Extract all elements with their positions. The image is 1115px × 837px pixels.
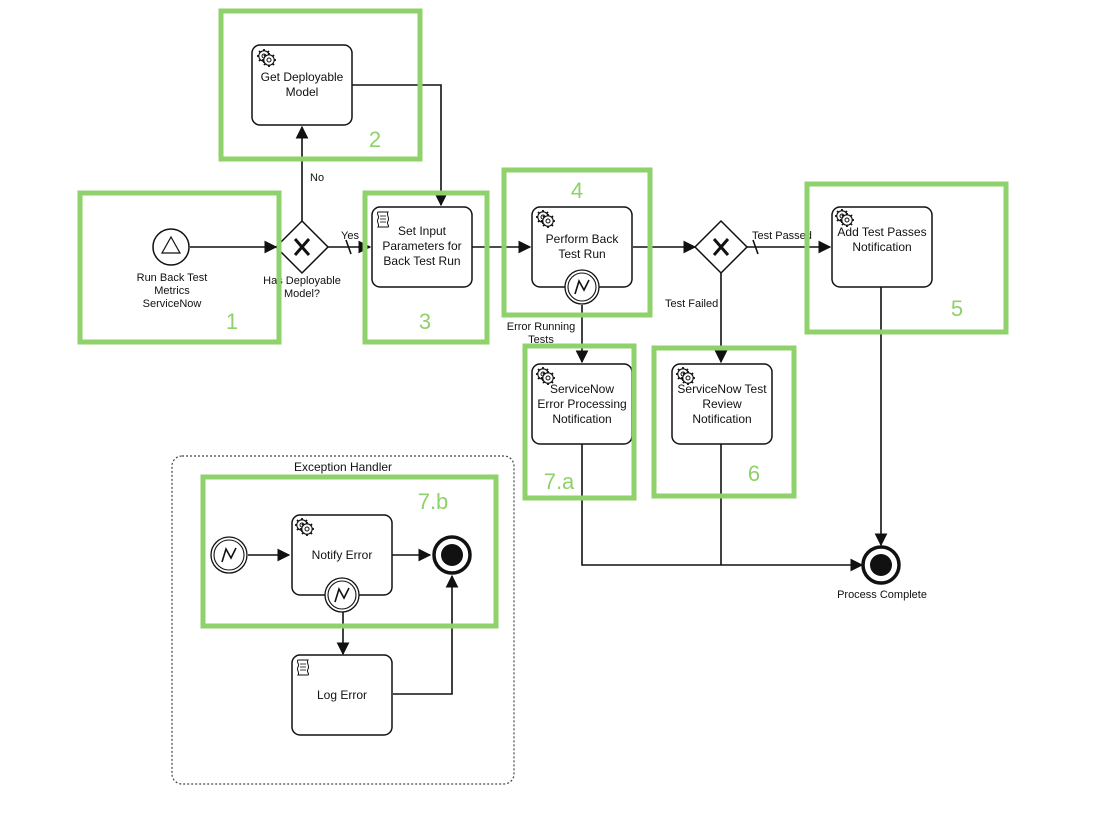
gateway-deployable[interactable] [274,219,330,275]
task-perform-back-test-run[interactable] [531,206,633,305]
script-icon [376,211,390,228]
highlight-box-1 [77,190,282,345]
script-icon [296,659,310,676]
exception-handler-title: Exception Handler [294,460,392,474]
highlight-box-2 [218,8,423,162]
flow-label-test-failed: Test Failed [665,298,718,310]
error-end-event[interactable] [432,535,472,575]
highlight-box-7b [200,474,499,629]
task-log-error-label: Log Error [317,688,367,702]
highlight-box-6 [651,345,797,499]
flow-label-yes: Yes [341,230,359,242]
task-get-deployable-model[interactable] [251,44,353,126]
highlight-box-5 [804,181,1009,335]
gateway-test-result[interactable] [693,219,749,275]
highlight-box-7a [522,343,637,501]
triangle-icon [160,235,182,254]
highlight-number-7b: 7.b [418,489,449,514]
error-start-event[interactable] [210,536,248,574]
task-add-test-passes-notification[interactable] [831,206,933,288]
task-notify-error[interactable] [291,514,393,613]
highlight-number-6: 6 [748,461,760,486]
flow-label-test-passed: Test Passed [752,230,812,242]
gear-icon [299,521,315,537]
x-icon [293,238,311,256]
highlight-number-3: 3 [419,309,431,334]
task-set-input-parameters[interactable] [371,206,473,288]
end-event[interactable] [861,545,901,585]
gear-icon [261,52,277,68]
task-notify-error-label: Notify Error [312,548,373,562]
flow-label-no: No [310,172,324,184]
highlight-number-1: 1 [226,309,238,334]
start-event[interactable] [152,228,190,266]
end-event-label: Process Complete [837,589,927,601]
x-icon [712,238,730,256]
highlight-boxes [77,8,1009,629]
highlight-number-5: 5 [951,296,963,321]
error-boundary-event[interactable] [564,269,600,305]
highlight-number-7a: 7.a [544,469,575,494]
task-test-review-notification[interactable] [671,363,773,445]
task-log-error[interactable] [291,654,393,736]
highlight-number-2: 2 [369,127,381,152]
highlight-box-3 [362,190,490,345]
error-boundary-event[interactable] [324,577,360,613]
highlight-box-4 [501,167,653,318]
highlight-number-4: 4 [571,178,583,203]
exception-handler-subprocess[interactable] [171,455,515,785]
gear-icon [540,213,556,229]
